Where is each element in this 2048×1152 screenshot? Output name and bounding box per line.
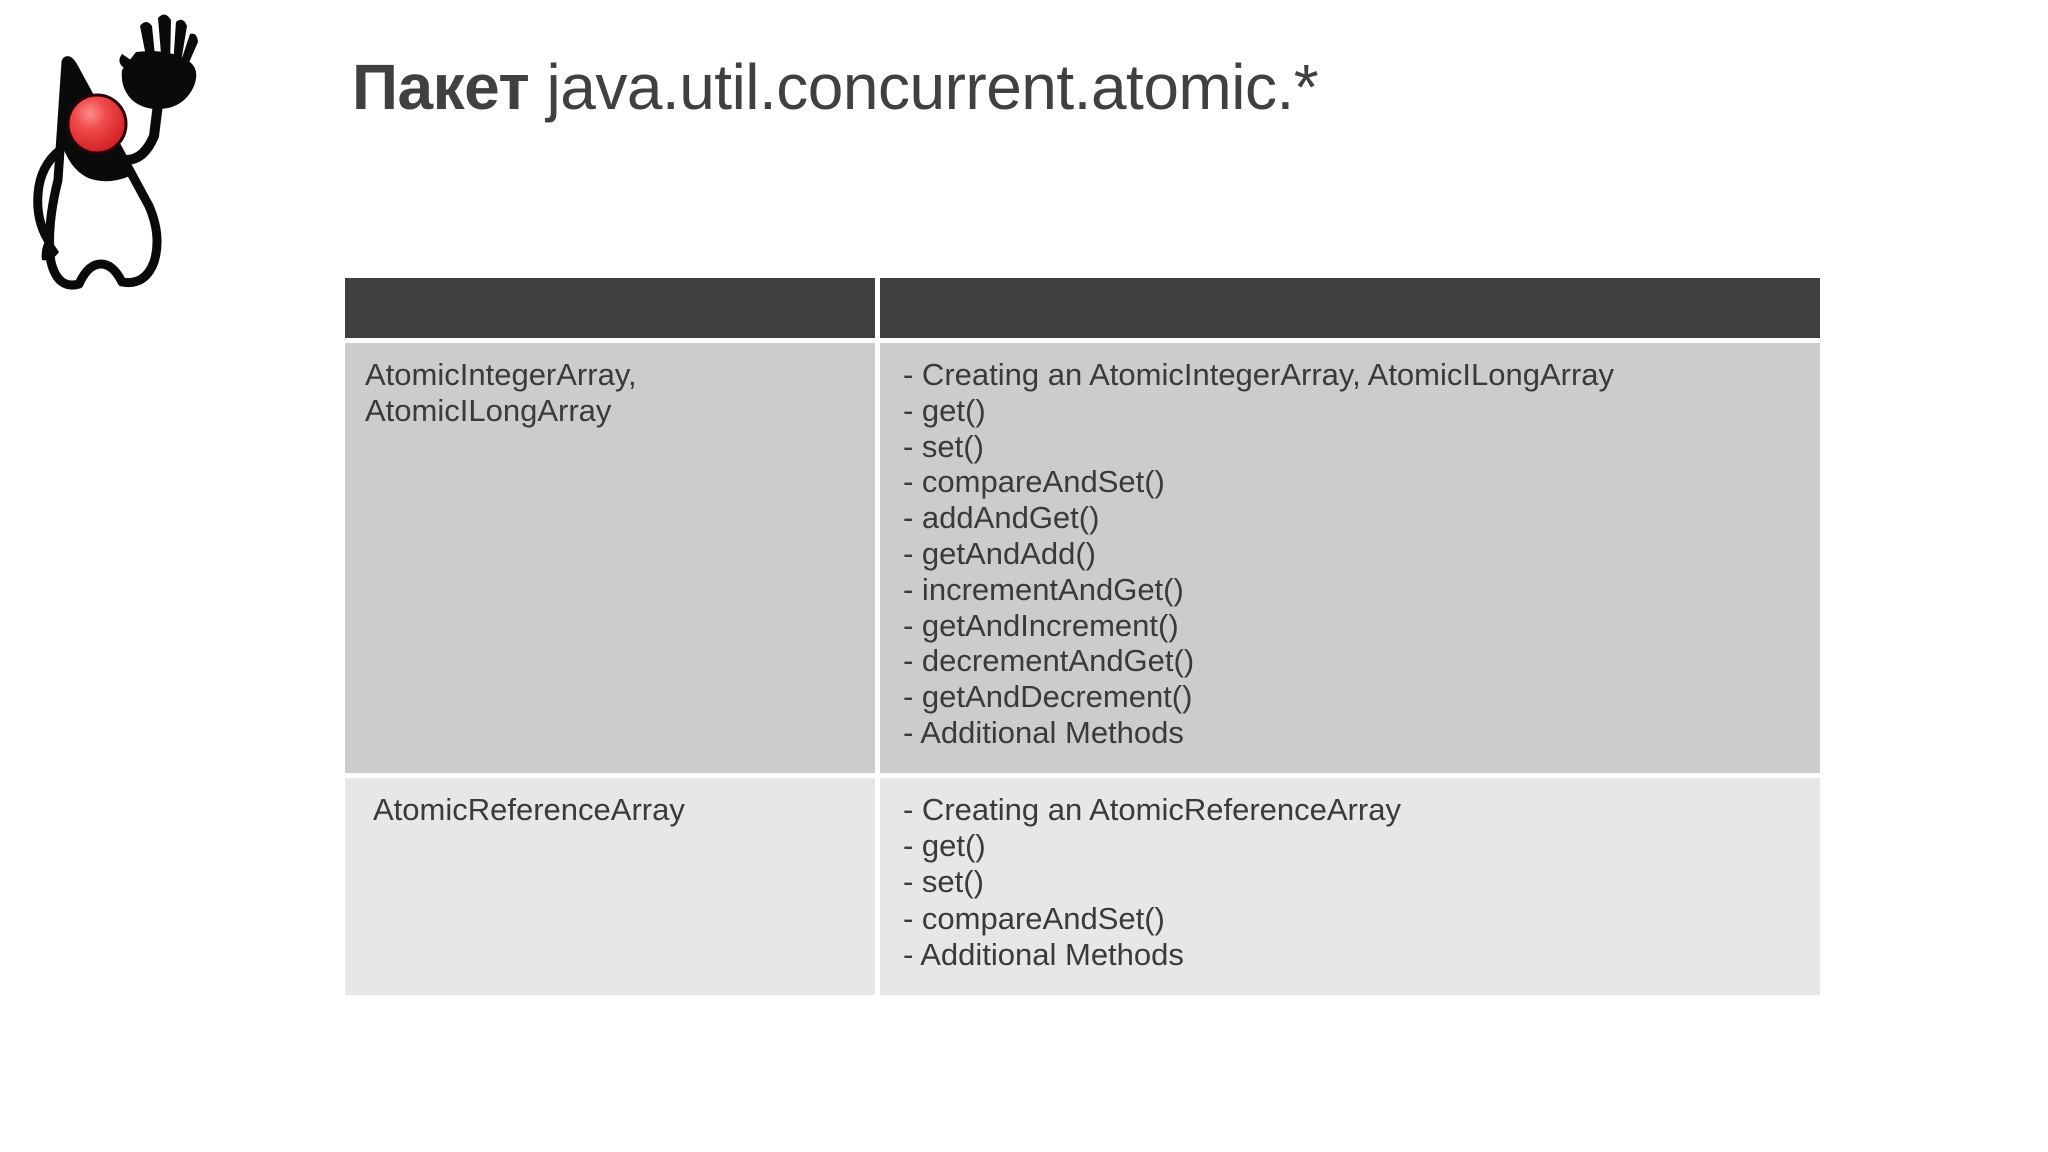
table-header-row — [345, 278, 1820, 338]
method-list-item: - addAndGet() — [903, 500, 1100, 536]
method-list-item: - compareAndSet() — [903, 464, 1165, 500]
method-list-item: - set() — [903, 428, 984, 464]
method-list-item: - Additional Methods — [903, 936, 1184, 972]
method-list-item: - getAndAdd() — [903, 535, 1096, 571]
class-name-line: AtomicILongArray — [365, 392, 612, 428]
slide-title: Пакет java.util.concurrent.atomic.* — [352, 51, 1319, 123]
method-list-item: - compareAndSet() — [903, 900, 1165, 936]
slide-title-rest: java.util.concurrent.atomic.* — [529, 51, 1319, 123]
table-cell-methods: - Creating an AtomicIntegerArray, Atomic… — [880, 338, 1820, 773]
method-list-item: - incrementAndGet() — [903, 571, 1184, 607]
duke-red-nose — [66, 93, 128, 155]
method-list-item: - get() — [903, 828, 986, 864]
class-name-line: AtomicReferenceArray — [373, 791, 685, 827]
table-cell-methods: - Creating an AtomicReferenceArray - get… — [880, 772, 1820, 996]
method-list-item: - Creating an AtomicIntegerArray, Atomic… — [903, 357, 1615, 392]
duke-right-arm — [121, 99, 163, 165]
method-list-item: - get() — [903, 392, 986, 428]
table-cell-class-names: AtomicReferenceArray — [345, 772, 880, 996]
slide-title-bold: Пакет — [352, 51, 530, 123]
method-list: - Creating an AtomicReferenceArray - get… — [880, 778, 1820, 995]
atomic-classes-table: AtomicIntegerArray, AtomicILongArray - C… — [345, 278, 1820, 996]
class-name-list: AtomicReferenceArray — [345, 778, 875, 850]
table-row: AtomicIntegerArray, AtomicILongArray - C… — [345, 338, 1820, 773]
class-name-list: AtomicIntegerArray, AtomicILongArray — [345, 343, 875, 451]
method-list-item: - decrementAndGet() — [903, 643, 1195, 679]
duke-left-arm — [33, 145, 65, 245]
method-list-item: - getAndDecrement() — [903, 679, 1193, 715]
table-body: AtomicIntegerArray, AtomicILongArray - C… — [345, 338, 1820, 996]
table-header-cell-description — [880, 278, 1820, 338]
duke-body-outline — [45, 56, 162, 290]
table-row: AtomicReferenceArray - Creating an Atomi… — [345, 772, 1820, 996]
method-list-item: - getAndIncrement() — [903, 607, 1179, 643]
class-name-line: AtomicIntegerArray, — [365, 357, 637, 392]
table-header-cell-name — [345, 278, 880, 338]
duke-waving-hand — [119, 14, 198, 109]
method-list-item: - Creating an AtomicReferenceArray — [903, 791, 1401, 827]
table-header — [345, 278, 1820, 338]
table-cell-class-names: AtomicIntegerArray, AtomicILongArray — [345, 338, 880, 773]
method-list-item: - set() — [903, 864, 984, 900]
method-list-item: - Additional Methods — [903, 714, 1184, 750]
duke-left-hand — [41, 236, 59, 261]
duke-java-mascot-logo — [18, 8, 208, 298]
method-list: - Creating an AtomicIntegerArray, Atomic… — [880, 343, 1820, 773]
duke-icon — [33, 14, 198, 290]
